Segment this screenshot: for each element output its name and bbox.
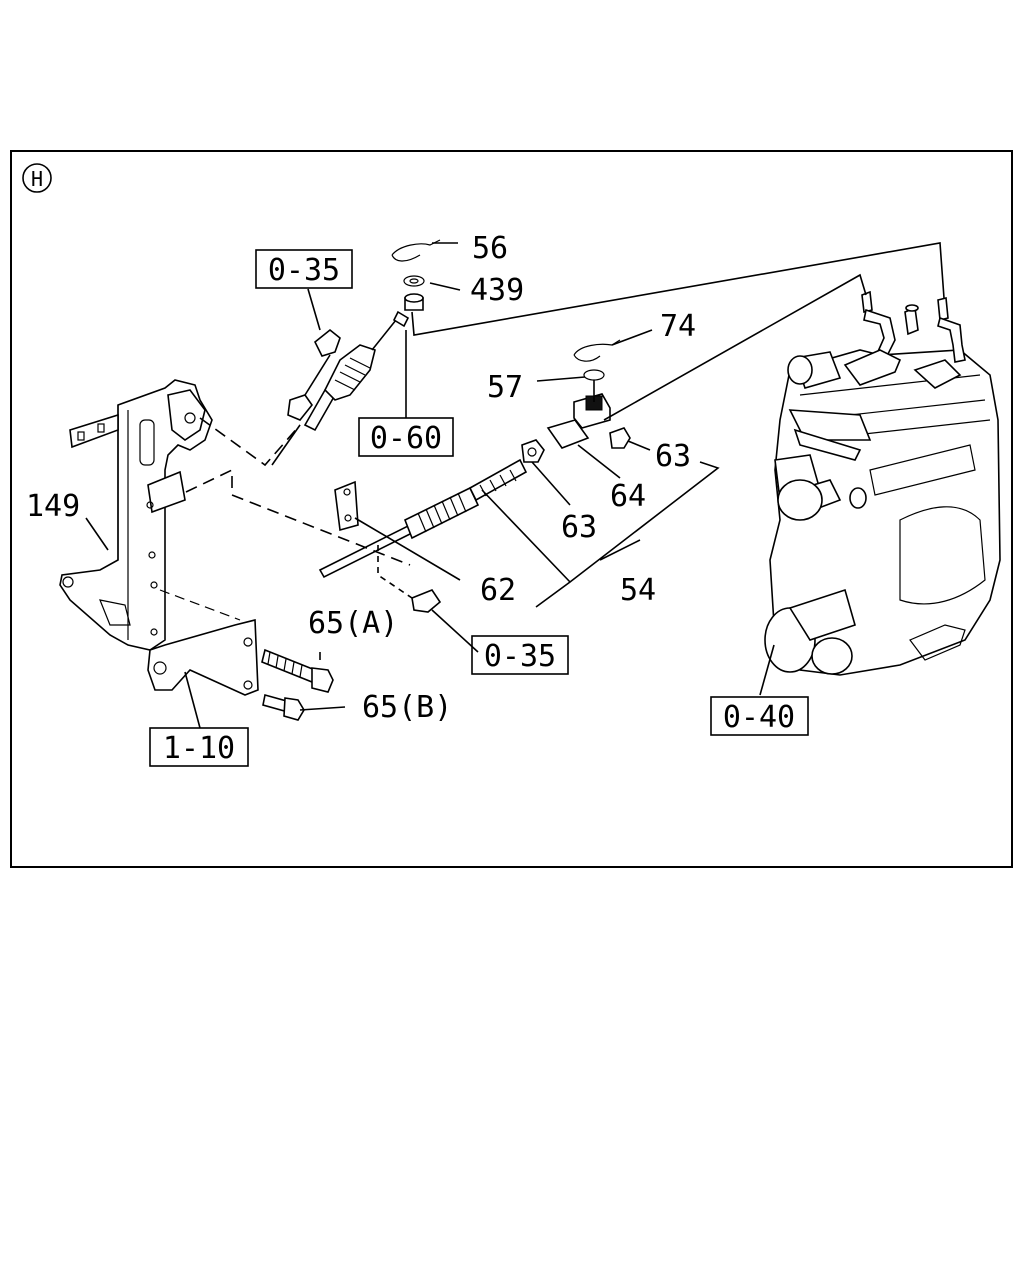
callout-56: 56 — [472, 231, 508, 266]
upper-cable-part — [271, 239, 441, 466]
bracket-part — [59, 379, 213, 651]
callout-63-upper: 63 — [655, 439, 691, 474]
lower-cable-part — [318, 339, 631, 613]
reference-box-0-40: 0-40 — [710, 696, 809, 736]
callout-57: 57 — [487, 370, 523, 405]
callout-74: 74 — [660, 309, 696, 344]
svg-text:0-35: 0-35 — [484, 639, 556, 674]
reference-box-0-35-upper: 0-35 — [255, 249, 353, 289]
section-marker: H — [22, 163, 52, 193]
callout-63-lower: 63 — [561, 510, 597, 545]
section-marker-letter: H — [31, 167, 43, 191]
reference-box-1-10: 1-10 — [149, 727, 249, 767]
callout-439: 439 — [470, 273, 524, 308]
lower-bracket-part — [147, 589, 259, 696]
callout-65a: 65(A) — [308, 606, 398, 641]
injection-pump-part — [764, 290, 1001, 676]
callout-62: 62 — [480, 573, 516, 608]
callout-65b: 65(B) — [362, 690, 452, 725]
callout-54: 54 — [620, 573, 656, 608]
bolt-65b — [262, 693, 305, 721]
svg-text:0-40: 0-40 — [723, 700, 795, 735]
svg-text:1-10: 1-10 — [163, 731, 235, 766]
bolt-65a — [261, 648, 334, 693]
svg-text:0-60: 0-60 — [370, 421, 442, 456]
callout-64: 64 — [610, 479, 646, 514]
reference-box-0-60: 0-60 — [358, 417, 454, 457]
svg-text:0-35: 0-35 — [268, 253, 340, 288]
reference-box-0-35-lower: 0-35 — [471, 635, 569, 675]
leader-lines — [85, 242, 945, 729]
diagram-frame — [10, 150, 1013, 868]
callout-149: 149 — [26, 489, 80, 524]
